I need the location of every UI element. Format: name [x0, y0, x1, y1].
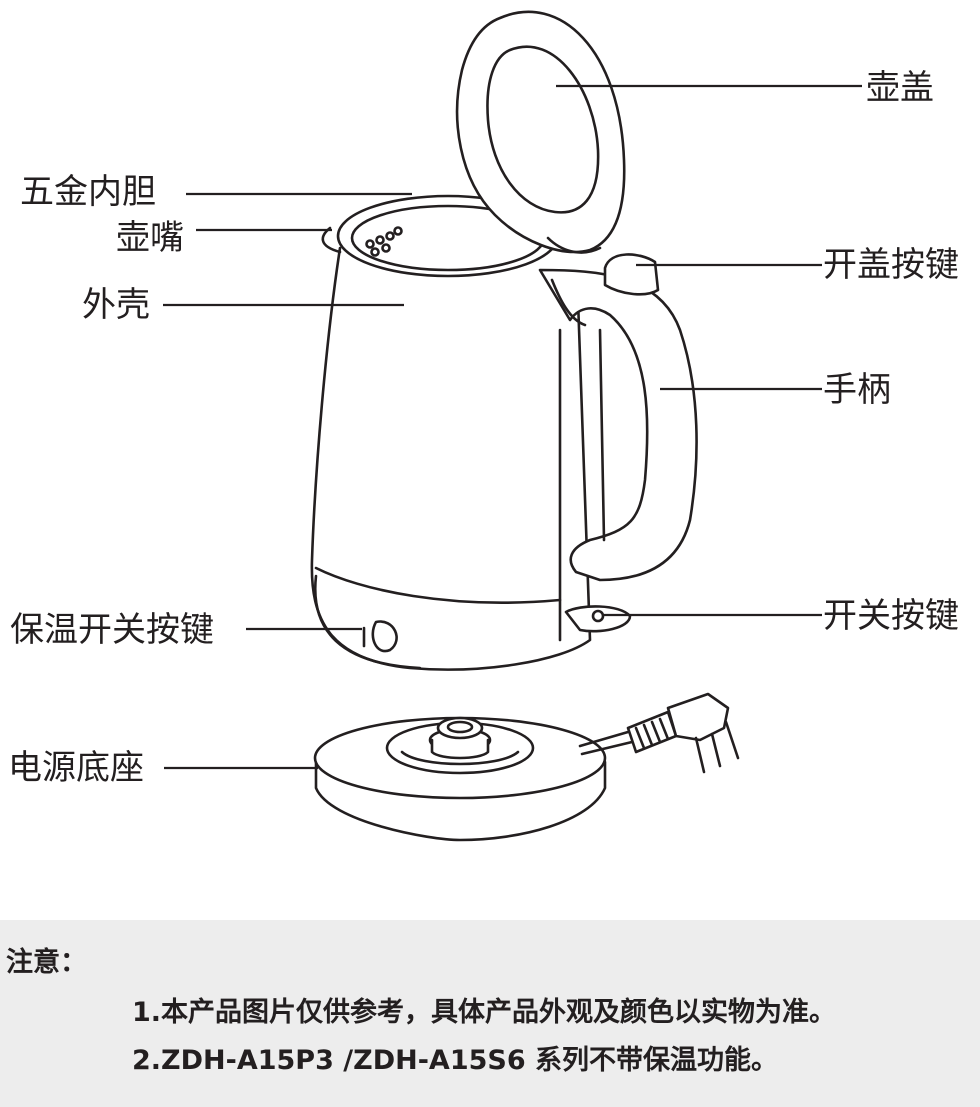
kettle-lid-drawing	[455, 10, 626, 254]
label-spout: 壶嘴	[116, 218, 184, 258]
kettle-body-drawing	[310, 194, 592, 671]
note-item-1: 1.本产品图片仅供参考，具体产品外观及颜色以实物为准。	[132, 997, 837, 1028]
label-handle: 手柄	[823, 370, 891, 410]
note-panel: 注意： 1.本产品图片仅供参考，具体产品外观及颜色以实物为准。 2.ZDH-A1…	[0, 920, 980, 1107]
label-housing: 外壳	[82, 285, 150, 325]
note-item-2: 2.ZDH-A15P3 /ZDH-A15S6 系列不带保温功能。	[132, 1045, 779, 1076]
label-inner-liner: 五金内胆	[20, 172, 156, 212]
kettle-handle-drawing	[538, 253, 698, 642]
label-lid: 壶盖	[866, 68, 934, 108]
label-power-base: 电源底座	[8, 748, 144, 788]
label-power-button: 开关按键	[823, 596, 959, 636]
power-cord-drawing	[578, 692, 740, 774]
label-keep-warm-button: 保温开关按键	[10, 610, 214, 650]
label-lid-button: 开盖按键	[823, 245, 959, 285]
kettle-diagram	[163, 10, 862, 842]
note-title: 注意：	[6, 947, 87, 978]
power-base-drawing	[313, 716, 607, 842]
